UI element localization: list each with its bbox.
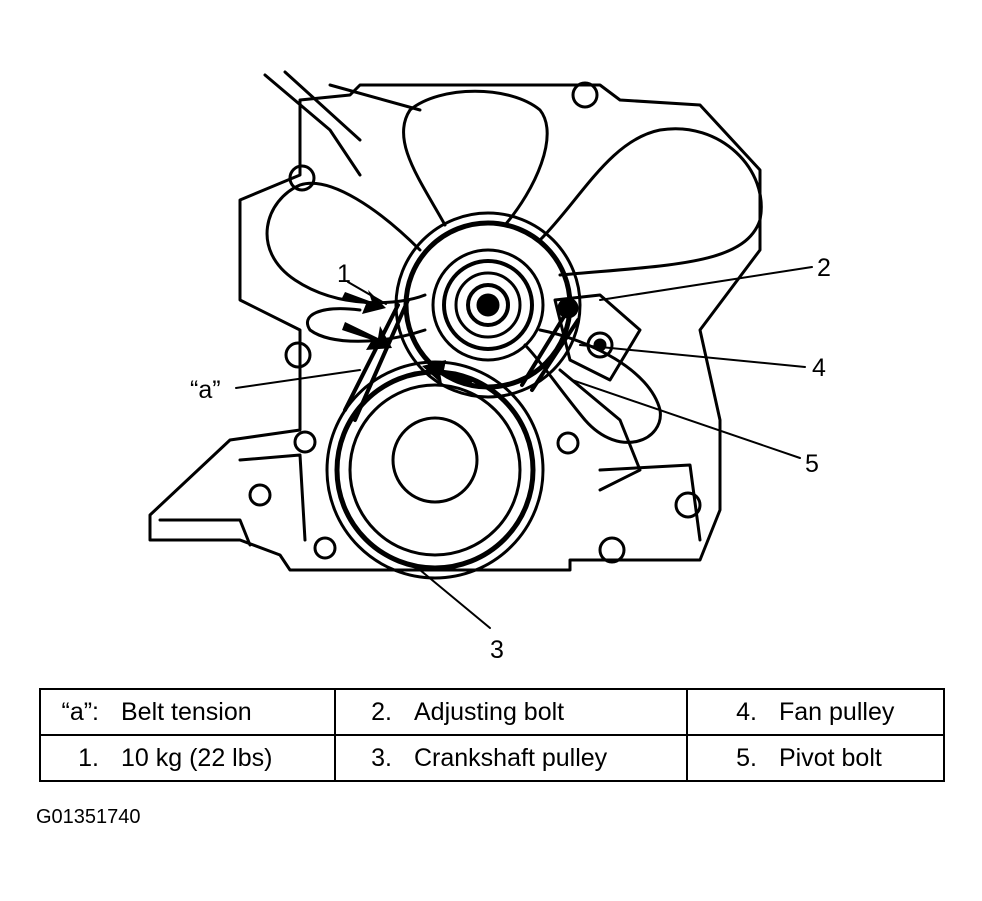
legend-number: 2.: [371, 697, 392, 726]
crankshaft-pulley: [325, 360, 545, 580]
legend-row: “a”: Belt tension 2. Adjusting bolt 4. F…: [39, 688, 945, 736]
fan-pulley: [394, 211, 582, 399]
legend-text: Fan pulley: [779, 697, 895, 726]
leader-lines: [235, 266, 813, 629]
legend-cell: 5. Pivot bolt: [686, 734, 945, 782]
alternator-bracket: [553, 293, 642, 492]
legend-number: 1.: [78, 743, 99, 772]
legend-cell: 4. Fan pulley: [686, 688, 945, 736]
legend-number: 4.: [736, 697, 757, 726]
legend-table: “a”: Belt tension 2. Adjusting bolt 4. F…: [39, 688, 945, 782]
callout-5: 5: [805, 450, 819, 478]
legend-number: “a”:: [61, 697, 100, 726]
callout-1: 1: [337, 260, 351, 288]
engine-block-outline: [148, 70, 762, 572]
legend-text: 10 kg (22 lbs): [121, 743, 273, 772]
engine-belt-diagram: [148, 70, 813, 629]
mounting-bosses: [248, 81, 702, 564]
legend-cell: “a”: Belt tension: [39, 688, 336, 736]
callout-a: “a”: [190, 376, 221, 404]
legend-text: Adjusting bolt: [414, 697, 565, 726]
figure-id: G01351740: [36, 806, 141, 828]
legend-number: 3.: [371, 743, 392, 772]
legend-text: Pivot bolt: [779, 743, 882, 772]
legend-text: Belt tension: [121, 697, 252, 726]
callout-2: 2: [817, 254, 831, 282]
callout-4: 4: [812, 354, 826, 382]
legend-row: 1. 10 kg (22 lbs) 3. Crankshaft pulley 5…: [39, 734, 945, 782]
callout-3: 3: [490, 636, 504, 664]
legend-text: Crankshaft pulley: [414, 743, 608, 772]
belt-tension-arrows: [342, 290, 474, 385]
drive-belt: [343, 298, 580, 422]
legend-cell: 3. Crankshaft pulley: [334, 734, 688, 782]
legend-number: 5.: [736, 743, 757, 772]
legend-cell: 2. Adjusting bolt: [334, 688, 688, 736]
legend-cell: 1. 10 kg (22 lbs): [39, 734, 336, 782]
